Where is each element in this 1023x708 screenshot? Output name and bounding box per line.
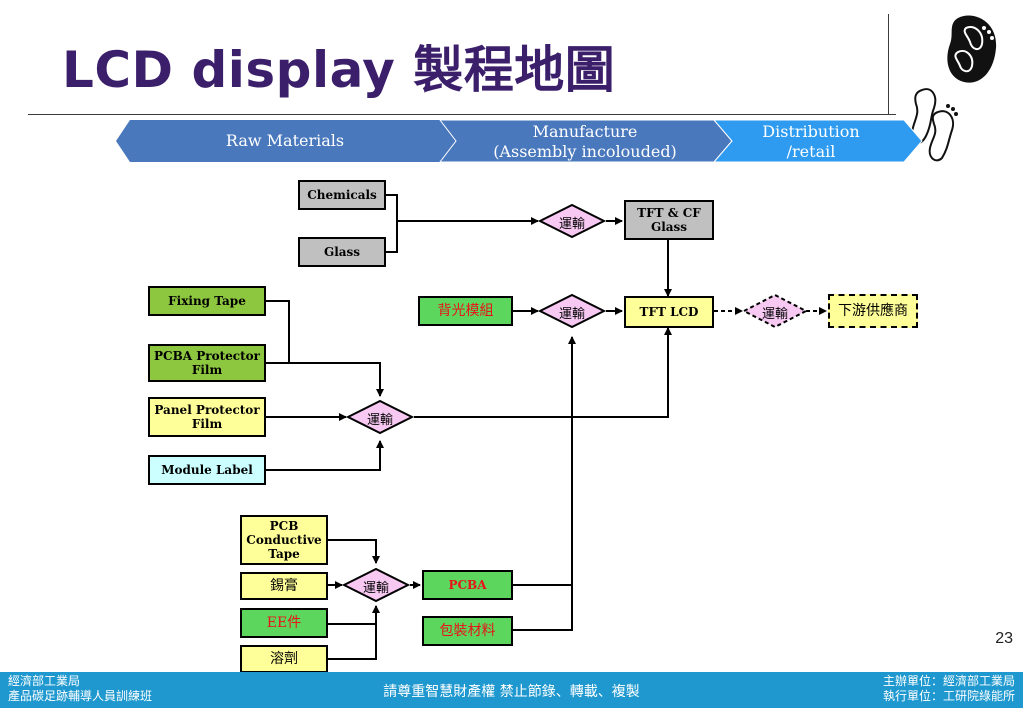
footprint-outline-icon (910, 88, 958, 162)
stage-raw-materials-label: Raw Materials (225, 131, 345, 150)
stage-manufacture-label: Manufacture (Assembly incolouded) (493, 122, 677, 161)
connector-chemicals-glass (386, 194, 398, 253)
connector-solvent-to-transport4 (328, 605, 380, 660)
connector-fixing-pcba-film (266, 300, 290, 364)
transport-diamond-4 (341, 567, 411, 603)
transport-diamond-2 (537, 293, 607, 329)
connector-pcba-up (513, 418, 573, 586)
node-glass: Glass (298, 237, 386, 267)
transport-label-1: 運輸 (558, 217, 585, 232)
node-fixing-tape: Fixing Tape (148, 286, 266, 316)
transport-label-3: 運輸 (366, 413, 393, 428)
stage-raw-materials-shape (116, 120, 456, 162)
title-vertical-divider (888, 14, 889, 114)
footer-organizer: 經濟部工業局 產品碳足跡輔導人員訓練班 (8, 674, 153, 703)
page-number: 23 (995, 630, 1013, 647)
node-tft-lcd: TFT LCD (624, 296, 714, 328)
node-module-label: Module Label (148, 455, 266, 485)
node-solvent: 溶劑 (240, 645, 328, 673)
node-backlight-module: 背光模組 (418, 296, 513, 326)
connector-module-label-to-transport3 (266, 440, 384, 471)
stage-distribution-label: Distribution /retail (762, 122, 860, 161)
stage-distribution-shape (712, 119, 923, 163)
transport-label-5: 運輸 (761, 307, 788, 322)
transport-label-4: 運輸 (362, 581, 389, 596)
node-chemicals: Chemicals (298, 180, 386, 210)
page-title: LCD display 製程地圖 (62, 41, 616, 99)
connector-pcb-tape-to-transport4 (328, 539, 380, 564)
footer-copyright-notice: 請尊重智慧財產權 禁止節錄、轉載、複製 (383, 684, 640, 700)
footprint-logo-icon (947, 15, 997, 83)
connector-packaging-up (513, 585, 573, 631)
node-tft-cf-glass: TFT & CF Glass (624, 200, 714, 240)
footer-host-units: 主辦單位：經濟部工業局 執行單位：工研院綠能所 (882, 674, 1015, 703)
transport-diamond-5 (741, 293, 809, 329)
transport-diamond-1 (537, 203, 607, 239)
node-packaging-material: 包裝材料 (422, 616, 513, 646)
connector-films-to-transport3 (289, 362, 384, 397)
node-pcb-conductive-tape: PCB Conductive Tape (240, 515, 328, 565)
connector-transport3-to-tftlcd (414, 327, 672, 418)
transport-diamond-3 (345, 399, 415, 435)
node-pcba: PCBA (422, 570, 513, 600)
connector-ee-to-transport4 (328, 606, 377, 625)
title-divider (28, 114, 896, 115)
node-downstream-supplier: 下游供應商 (828, 294, 918, 328)
node-pcba-protector-film: PCBA Protector Film (148, 344, 266, 382)
footer-bar: 經濟部工業局 產品碳足跡輔導人員訓練班 請尊重智慧財產權 禁止節錄、轉載、複製 … (0, 672, 1023, 708)
node-ee-parts: EE件 (240, 608, 328, 638)
node-solder-paste: 錫膏 (240, 572, 328, 600)
node-panel-protector-film: Panel Protector Film (148, 397, 266, 437)
transport-label-2: 運輸 (558, 307, 585, 322)
